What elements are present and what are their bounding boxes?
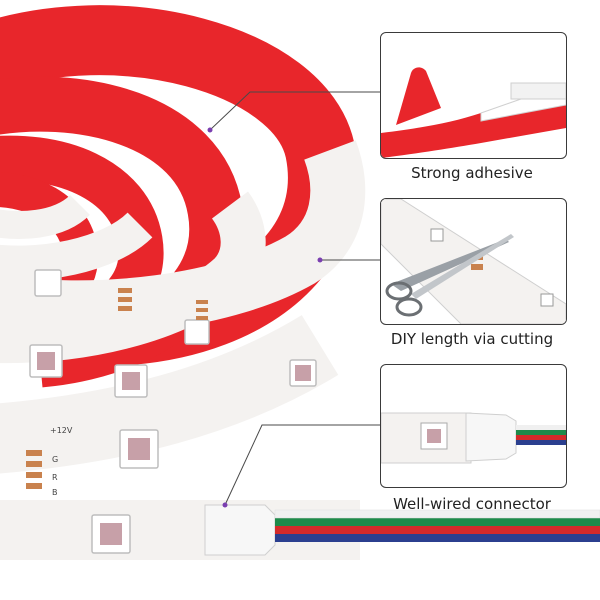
strip-label-voltage: +12V bbox=[50, 426, 73, 435]
caption-connector: Well-wired connector bbox=[393, 495, 551, 513]
caption-adhesive: Strong adhesive bbox=[411, 164, 533, 182]
callout-cutting bbox=[380, 198, 567, 325]
strip-coil bbox=[0, 5, 366, 560]
caption-cutting: DIY length via cutting bbox=[390, 330, 554, 348]
leader-dot-2 bbox=[317, 257, 323, 263]
strip-label-b: B bbox=[52, 488, 58, 497]
connector bbox=[204, 504, 600, 556]
leader-lines bbox=[209, 91, 380, 506]
adhesive-backing-icon bbox=[381, 67, 566, 158]
callout-connector bbox=[380, 364, 567, 488]
leader-dot-3 bbox=[222, 502, 228, 508]
callout-adhesive bbox=[380, 32, 567, 159]
leader-dot-1 bbox=[207, 127, 213, 133]
strip-label-g: G bbox=[52, 455, 58, 464]
connector-icon bbox=[381, 412, 566, 464]
strip-label-r: R bbox=[52, 473, 58, 482]
scissors-icon bbox=[381, 199, 566, 324]
